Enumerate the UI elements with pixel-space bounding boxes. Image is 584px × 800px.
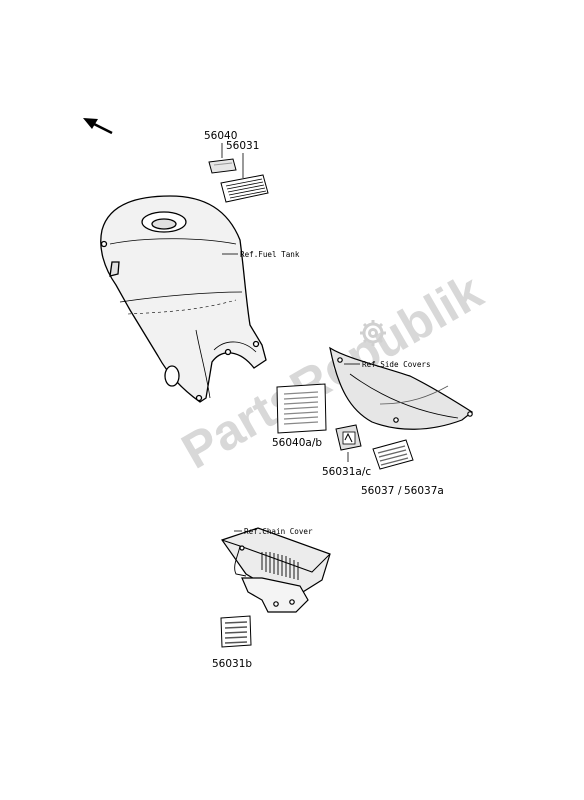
- label-56040ab: 56040a/b: [272, 437, 322, 449]
- decal-56040[interactable]: [208, 158, 237, 174]
- label-56040: 56040: [204, 130, 237, 142]
- label-56037a: 56037a: [404, 485, 444, 497]
- label-56037: 56037: [361, 485, 394, 497]
- decal-56040ab[interactable]: [276, 383, 327, 434]
- label-slash: /: [398, 485, 402, 497]
- label-56031: 56031: [226, 140, 259, 152]
- ref-chain-cover: Ref.Chain Cover: [244, 527, 313, 536]
- decal-56031b[interactable]: [220, 615, 252, 648]
- label-56031b: 56031b: [212, 658, 252, 670]
- fuel-tank: [100, 195, 267, 403]
- side-cover: [329, 346, 474, 430]
- decal-56031ac[interactable]: [335, 424, 362, 451]
- decal-56037[interactable]: [372, 439, 414, 470]
- arrow-front-icon: [83, 118, 113, 135]
- ref-side-covers: Ref.Side Covers: [362, 360, 431, 369]
- decal-56031[interactable]: [220, 174, 269, 203]
- gear-icon: [360, 320, 386, 346]
- chain-cover: [221, 527, 331, 613]
- label-56031ac: 56031a/c: [322, 466, 371, 478]
- ref-fuel-tank: Ref.Fuel Tank: [240, 250, 300, 259]
